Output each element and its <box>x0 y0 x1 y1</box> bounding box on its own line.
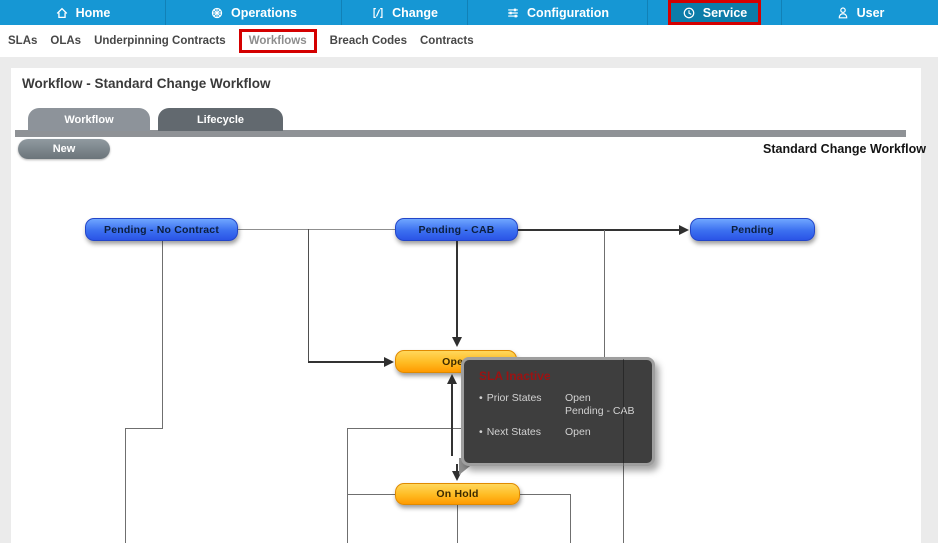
nav-item-operations[interactable]: Operations <box>166 0 342 25</box>
nav-item-label: Operations <box>231 5 297 20</box>
connector-segment <box>570 494 571 543</box>
subnav-item-breach-codes[interactable]: Breach Codes <box>329 35 407 47</box>
arrowhead-right <box>679 225 689 235</box>
connector-segment <box>456 464 458 473</box>
user-icon <box>836 6 850 20</box>
page-title: Workflow - Standard Change Workflow <box>22 76 271 91</box>
connector-segment <box>347 428 461 429</box>
nav-item-configuration[interactable]: Configuration <box>468 0 648 25</box>
nav-item-service[interactable]: Service <box>648 0 782 25</box>
tooltip-row-label: •Prior States <box>479 392 565 418</box>
nav-item-user[interactable]: User <box>782 0 938 25</box>
connector-segment <box>623 359 624 466</box>
nav-item-home[interactable]: Home <box>0 0 166 25</box>
workflow-name-label: Standard Change Workflow <box>763 142 926 156</box>
change-icon <box>371 6 385 20</box>
connector-segment <box>125 428 126 543</box>
nav-item-label: Service <box>702 5 748 20</box>
nav-item-label: User <box>856 5 885 20</box>
new-button[interactable]: New <box>18 139 110 159</box>
tab-underline-bar <box>15 130 906 137</box>
arrowhead-up <box>447 374 457 384</box>
connector-segment <box>308 361 386 363</box>
connector-segment <box>162 241 163 428</box>
top-nav: Home Operations Change Configuration Service… <box>0 0 938 25</box>
tooltip-title: SLA Inactive <box>479 369 551 383</box>
connector-segment <box>456 241 458 338</box>
arrowhead-down <box>452 337 462 347</box>
configuration-icon <box>506 6 520 20</box>
connector-segment <box>308 229 309 362</box>
connector-segment <box>457 505 458 543</box>
subnav-item-workflows[interactable]: Workflows <box>238 29 317 53</box>
subnav-item-olas[interactable]: OLAs <box>50 35 82 47</box>
workflow-node-pending-no-contract[interactable]: Pending - No Contract <box>85 218 238 241</box>
connector-segment <box>238 229 395 230</box>
arrowhead-down <box>452 471 462 481</box>
workflow-node-pending-cab[interactable]: Pending - CAB <box>395 218 518 241</box>
service-icon <box>682 6 696 20</box>
tooltip-row-values: Open <box>565 426 591 439</box>
connector-segment <box>348 494 395 495</box>
bullet-icon: • <box>479 392 483 404</box>
nav-item-label: Configuration <box>527 5 609 20</box>
connector-segment <box>518 229 681 231</box>
connector-segment <box>347 428 348 543</box>
nav-item-label: Home <box>75 5 111 20</box>
connector-segment <box>623 466 624 543</box>
nav-item-label: Change <box>392 5 438 20</box>
arrowhead-right <box>384 357 394 367</box>
tooltip-row-label-text: Next States <box>486 426 541 438</box>
service-highlight-box: Service <box>667 0 762 25</box>
home-icon <box>55 6 69 20</box>
tooltip-value: Open <box>565 392 591 404</box>
operations-icon <box>210 6 224 20</box>
tooltip-row-label-text: Prior States <box>486 392 542 404</box>
nav-item-change[interactable]: Change <box>342 0 468 25</box>
subnav-item-underpinning-contracts[interactable]: Underpinning Contracts <box>94 35 226 47</box>
subnav-item-slas[interactable]: SLAs <box>8 35 38 47</box>
connector-segment <box>518 494 571 495</box>
workflow-node-on-hold[interactable]: On Hold <box>395 483 520 505</box>
tooltip-value: Open <box>565 426 591 438</box>
tooltip-value: Pending - CAB <box>565 405 635 417</box>
connector-segment <box>125 428 163 429</box>
workflow-node-pending[interactable]: Pending <box>690 218 815 241</box>
connector-segment <box>451 380 453 456</box>
tab-lifecycle[interactable]: Lifecycle <box>158 108 283 131</box>
tab-workflow[interactable]: Workflow <box>28 108 150 131</box>
bullet-icon: • <box>479 426 483 438</box>
connector-segment <box>604 230 605 357</box>
tooltip-row-label: •Next States <box>479 426 565 439</box>
subnav-item-contracts[interactable]: Contracts <box>419 35 474 47</box>
subnav: SLAs OLAs Underpinning Contracts Workflows B… <box>0 25 938 57</box>
